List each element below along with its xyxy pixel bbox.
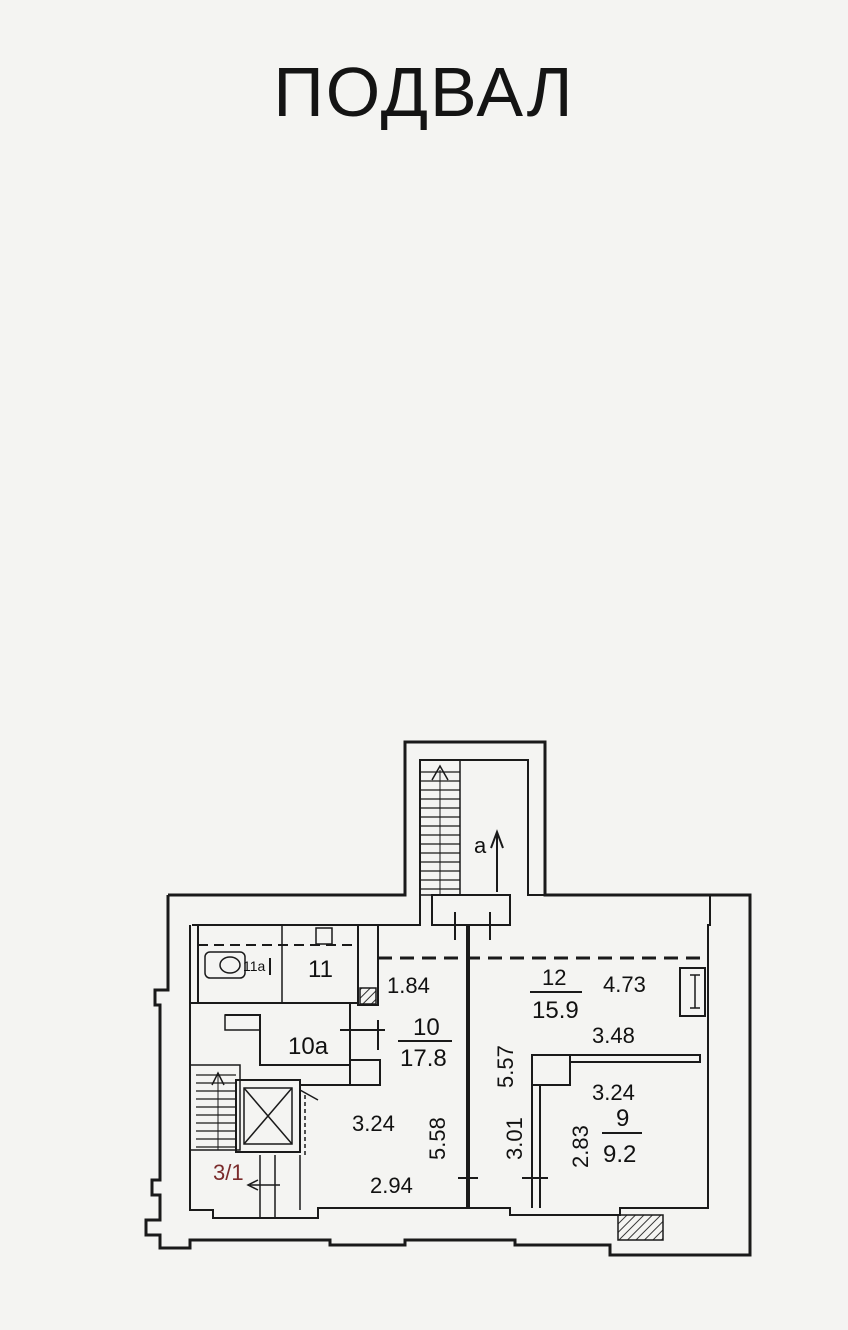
label-dim-2-83: 2.83 [568,1125,593,1168]
label-dim-3-48: 3.48 [592,1023,635,1048]
room-labels: а 11а 11 1.84 12 15.9 4.73 10а 10 17.8 3… [213,833,646,1198]
label-room-10: 10 [413,1014,440,1041]
interior-partitions [189,924,706,1241]
label-dim-3-24-right: 3.24 [592,1080,635,1105]
label-area-9: 9.2 [603,1141,636,1168]
label-stair-3-1: 3/1 [213,1160,244,1185]
label-dim-4-73: 4.73 [603,972,646,997]
label-stair-a: а [474,833,487,858]
label-dim-3-24-left: 3.24 [352,1111,395,1136]
exterior-walls [144,740,752,1257]
label-room-9: 9 [616,1105,629,1132]
label-area-12: 15.9 [532,997,579,1024]
label-dim-5-57: 5.57 [493,1045,518,1088]
label-room-11: 11 [308,956,333,983]
label-dim-5-58: 5.58 [425,1117,450,1160]
label-dim-2-94: 2.94 [370,1173,413,1198]
label-area-10: 17.8 [400,1045,447,1072]
label-dim-3-01: 3.01 [502,1117,527,1160]
label-dim-1-84: 1.84 [387,973,430,998]
page-title: ПОДВАЛ [273,53,575,131]
label-room-10a: 10а [288,1033,329,1060]
upper-stair [419,759,511,940]
label-room-11a: 11а [243,958,266,974]
label-room-12: 12 [542,965,566,990]
